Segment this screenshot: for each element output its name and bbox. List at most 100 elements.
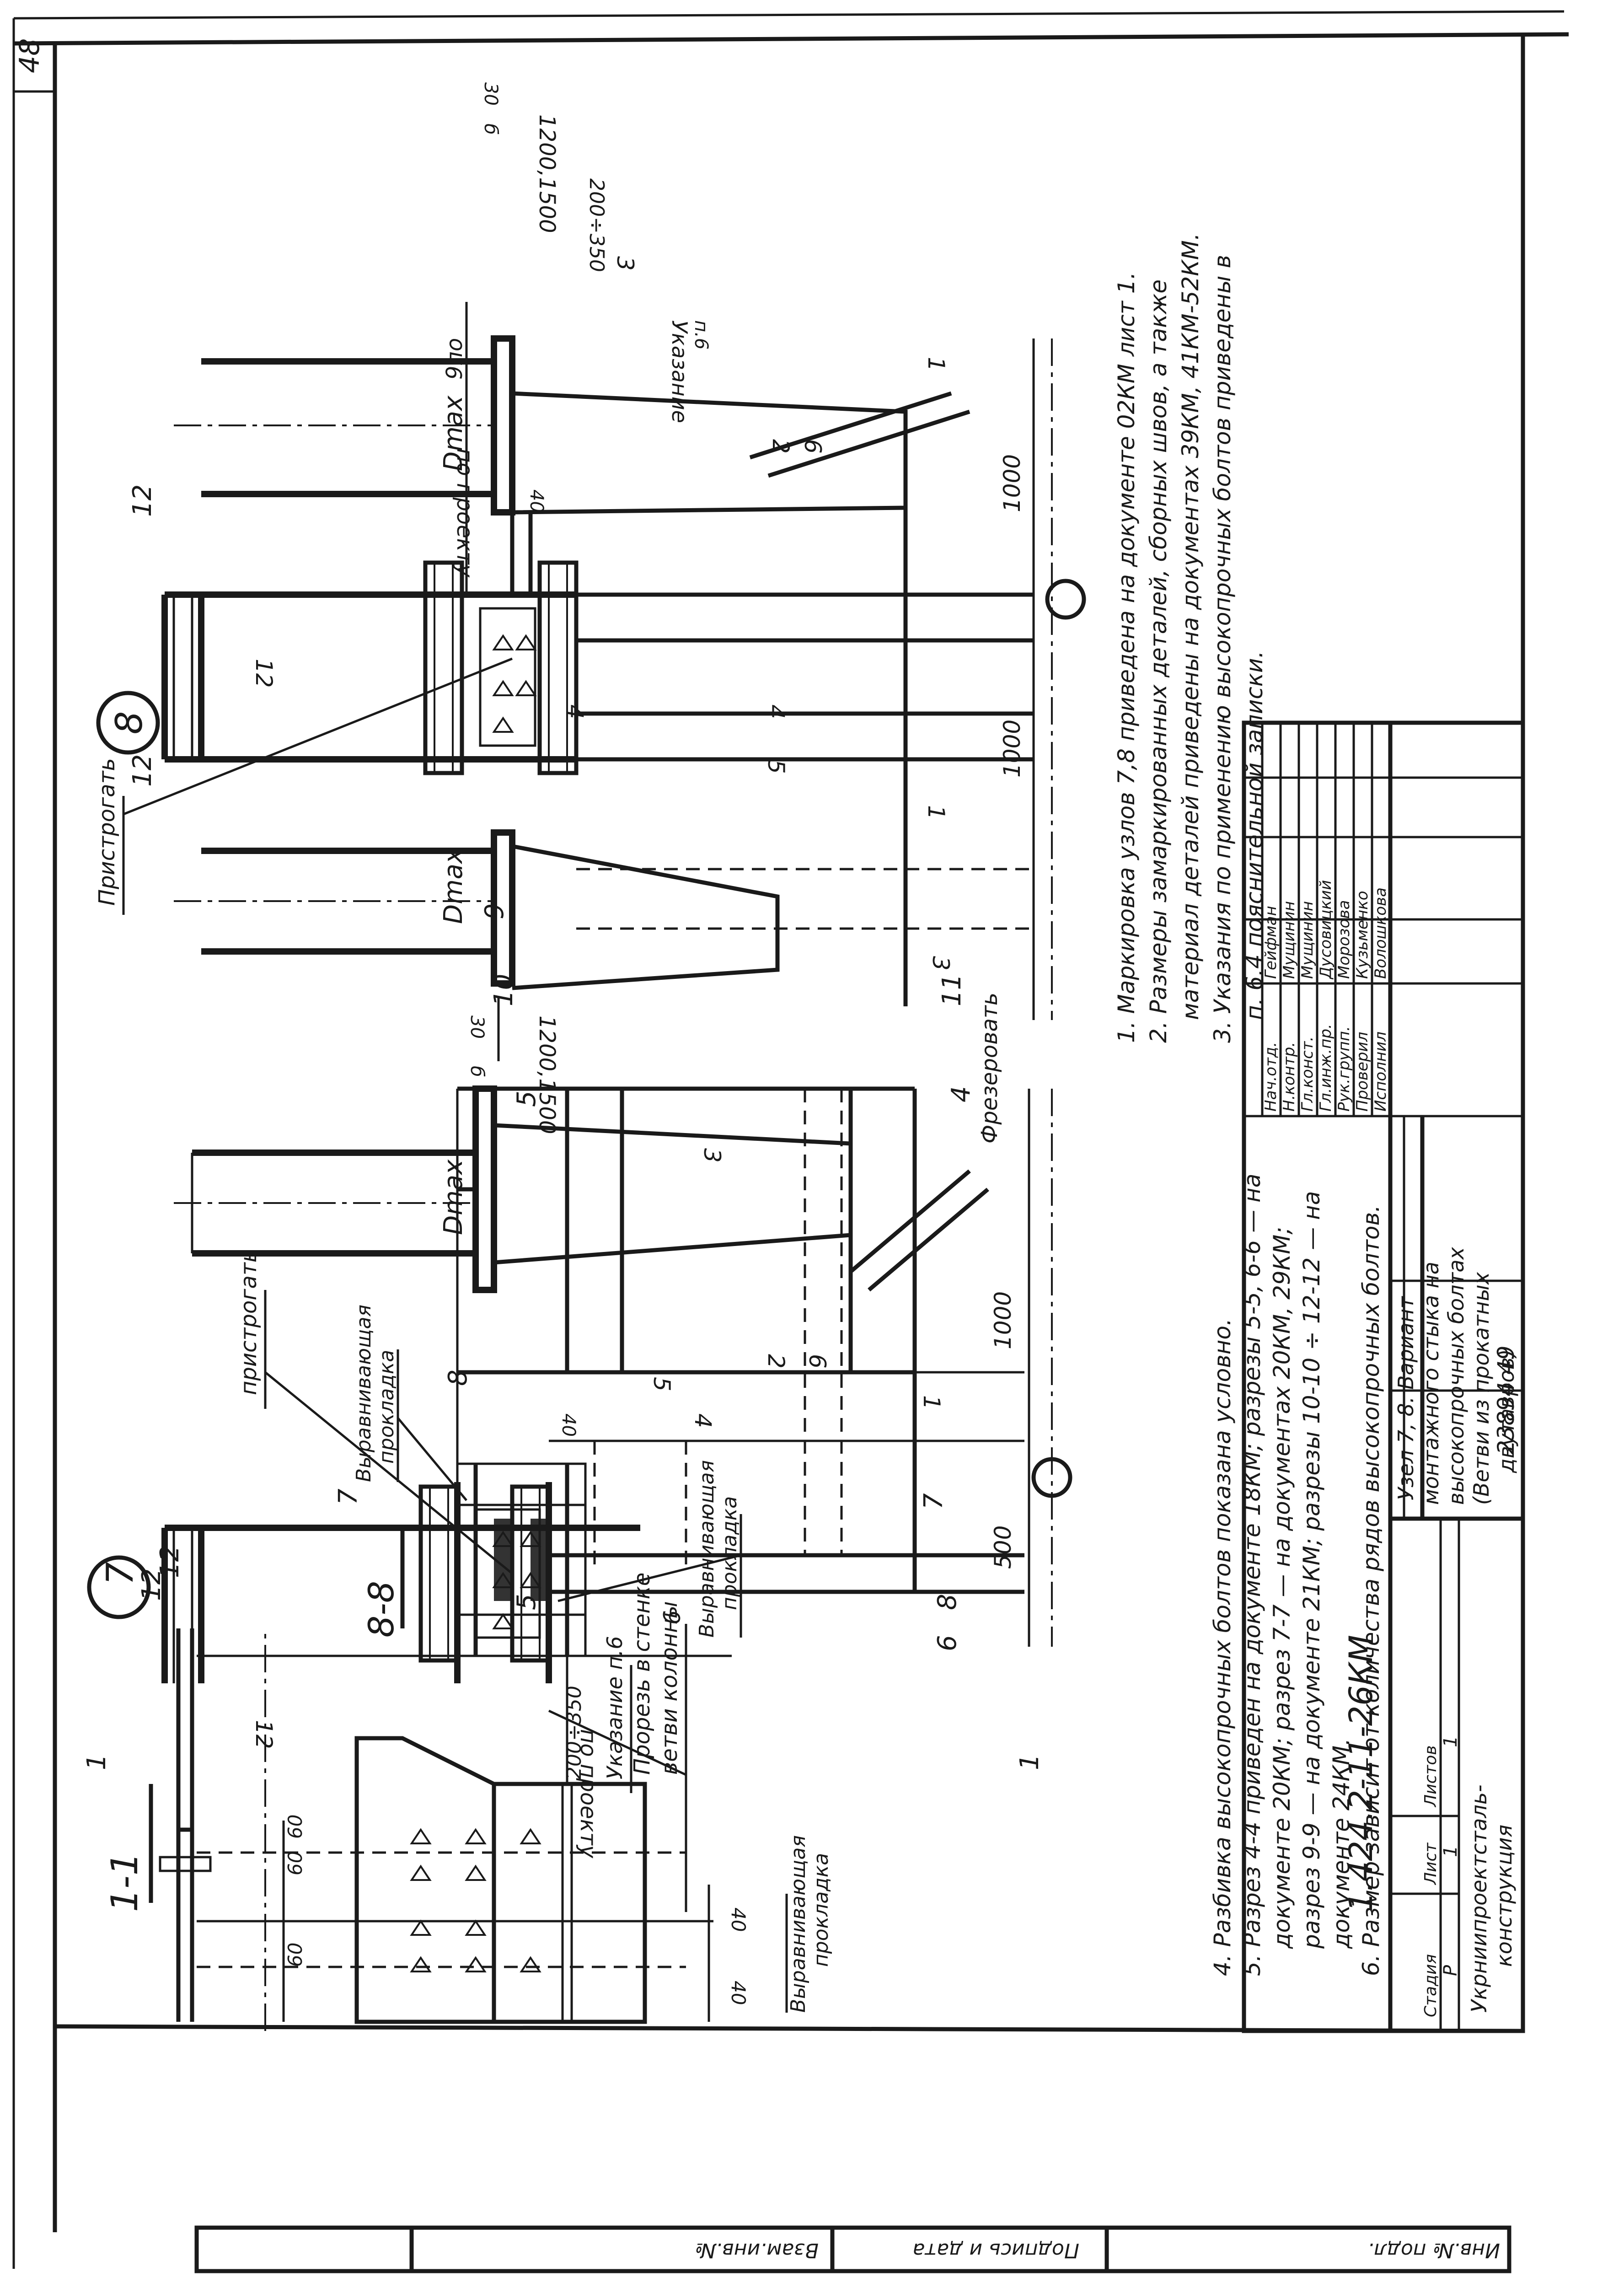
sig-name-2: Мущинин <box>1280 901 1298 979</box>
node-8-b: б <box>480 124 501 135</box>
side-stamp-1: Инв.№ подл. <box>1367 2239 1500 2262</box>
doc-code: 1.424.2-11-26КМ <box>1342 1635 1380 1912</box>
notes-left: 4. Разбивка высокопрочных болтов показан… <box>1209 1174 1384 1976</box>
node-8: 8 <box>94 82 1086 1020</box>
stage-header: Стадия <box>1421 1954 1440 2017</box>
node-7-marks: 12 9 1 2 3 4 5 6 <box>251 1148 945 1749</box>
node-7-mark-12: 12 <box>251 1720 277 1749</box>
cut-7a: 7 <box>333 1488 363 1505</box>
node-7-dmax: Dmax <box>439 1159 468 1235</box>
cut-label-1: Прорезь в стенке <box>629 1573 655 1775</box>
note-8: документе 20КМ; разрез 7-7 — на документ… <box>1269 1227 1295 1949</box>
sig-role-2: Н.контр. <box>1280 1042 1298 1112</box>
node-8-mark-12: 12 <box>251 659 277 688</box>
cut-4: 4 <box>946 1086 976 1102</box>
node-7-dim-30: 30 <box>466 1015 488 1039</box>
side-stamp-2: Подпись и дата <box>913 2239 1079 2262</box>
note-5: п. 6.4 пояснительной записки. <box>1241 651 1268 1020</box>
sig-role-1: Нач.отд. <box>1262 1042 1280 1112</box>
node-8-cuts: 12 12 10 11 9 <box>128 484 967 1006</box>
title-line-2: монтажного стыка на <box>1419 1262 1443 1505</box>
archive-number: 23894 49 <box>1493 1345 1519 1455</box>
section-1-1-d60b: 60 <box>284 1851 306 1875</box>
node-8-ref2: п.6 <box>691 320 712 349</box>
node-7: 7 <box>82 993 1072 1859</box>
shim-bot-2: прокладка <box>809 1853 833 1967</box>
node-8-mark-1b: 1 <box>923 357 949 371</box>
node-7-dim-40: 40 <box>558 1413 579 1437</box>
title-block: Нач.отд. Гейфман Н.контр. Мущинин Гл.кон… <box>1242 720 1525 2033</box>
node-7-mark-1: 1 <box>918 1395 945 1410</box>
node-8-mark-4b: 4 <box>562 704 588 719</box>
sheet-header: Лист <box>1421 1843 1440 1885</box>
note-10: документе 24КМ. <box>1328 1738 1355 1949</box>
cut-label-2: ветви колонны <box>657 1601 682 1775</box>
node-8-dim-30: 30 <box>480 82 501 106</box>
cut-12d: 12 <box>128 484 157 517</box>
node-7-mill: Фрезеровать <box>977 993 1002 1144</box>
sig-role-5: Рук.групп. <box>1335 1026 1353 1112</box>
section-1-1-title: 1-1 <box>103 1852 146 1912</box>
section-1-1: 1-1 60 60 60 40 40 Прорезь в ст <box>103 1573 750 2031</box>
node-7-mark-4: 4 <box>690 1413 716 1428</box>
node-7-plane: пристрогать <box>236 1250 262 1395</box>
sig-name-7: Волошкова <box>1372 887 1390 979</box>
notes-right: 1. Маркировка узлов 7,8 приведена на док… <box>1113 233 1268 1043</box>
shim-top-1: Выравнивающая <box>352 1305 375 1482</box>
note-11: 6. Размер зависит от количества рядов вы… <box>1358 1205 1384 1976</box>
node-8-dim-1000a: 1000 <box>999 454 1025 512</box>
cut-12a: 12 <box>155 1546 185 1578</box>
title-line-3: высокопрочных болтах <box>1444 1246 1469 1505</box>
sheet-value: 1 <box>1440 1846 1461 1857</box>
stage-value: Р <box>1440 1965 1461 1976</box>
sig-name-4: Дусовицкий <box>1317 880 1335 980</box>
cut-8b: 8 <box>933 1594 962 1610</box>
node-7-b: б <box>466 1066 488 1077</box>
node-8-dim-200: 200÷350 <box>585 178 608 272</box>
section-1-1-d40b: 40 <box>727 1907 750 1932</box>
cut-5b: 5 <box>512 1090 541 1107</box>
cut-11: 11 <box>937 974 967 1006</box>
node-8-dim-1200: 1200,1500 <box>534 114 560 233</box>
sheets-header: Листов <box>1421 1746 1440 1808</box>
node-7-by-project: по проекту <box>575 1729 601 1859</box>
cut-7b: 7 <box>919 1493 949 1509</box>
node-8-dim-1000b: 1000 <box>999 720 1025 778</box>
cut-12b: 12 <box>137 1569 166 1601</box>
side-stamp: Инв.№ подл. Подпись и дата Взам.инв.№ <box>194 2225 1511 2273</box>
node-7-mark-5: 5 <box>649 1377 675 1391</box>
section-1-1-d60c: 60 <box>284 1815 306 1839</box>
sig-name-5: Морозова <box>1335 900 1353 979</box>
sig-name-3: Мущинин <box>1298 901 1317 979</box>
cut-12c: 12 <box>128 754 157 787</box>
org-line-2: конструкция <box>1492 1825 1517 1967</box>
section-1-1-d40a: 40 <box>727 1981 750 2005</box>
section-8-8-shim-1: Выравнивающая <box>695 1460 718 1638</box>
note-7: 5. Разрез 4-4 приведен на документе 18КМ… <box>1239 1174 1265 1976</box>
shim-bottom: Выравнивающая прокладка <box>785 1835 833 2013</box>
note-2: 2. Размеры замаркированных деталей, сбор… <box>1145 279 1172 1043</box>
node-8-dim-40: 40 <box>526 489 547 513</box>
node-8-by-project: по проекту <box>452 448 477 578</box>
sig-role-7: Исполнил <box>1372 1031 1390 1112</box>
page-number: 48 <box>14 38 46 73</box>
shim-top-2: прокладка <box>375 1350 398 1464</box>
title-line-5: двутавров) <box>1494 1349 1519 1473</box>
node-7-circle: 7 <box>99 1562 141 1585</box>
node-7-mark-6: 6 <box>804 1354 831 1369</box>
node-8-mark-1: 1 <box>923 805 949 820</box>
node-8-mark-4: 4 <box>763 704 789 719</box>
cut-5a: 5 <box>512 1594 541 1610</box>
cut-10: 10 <box>489 974 519 1006</box>
cut-8a: 8 <box>443 1370 473 1386</box>
sig-name-6: Кузьменко <box>1353 891 1372 979</box>
node-8-plane: Пристрогать <box>94 758 120 906</box>
cut-1b: 1 <box>1015 1754 1045 1770</box>
section-8-8-title: 8-8 <box>361 1581 402 1638</box>
shim-bot-1: Выравнивающая <box>787 1835 810 2013</box>
node-8-dmax: Dmax <box>439 848 468 924</box>
note-6: 4. Разбивка высокопрочных болтов показан… <box>1209 1318 1236 1976</box>
node-8-circle: 8 <box>108 711 150 735</box>
node-7-mark-3: 3 <box>699 1148 725 1163</box>
